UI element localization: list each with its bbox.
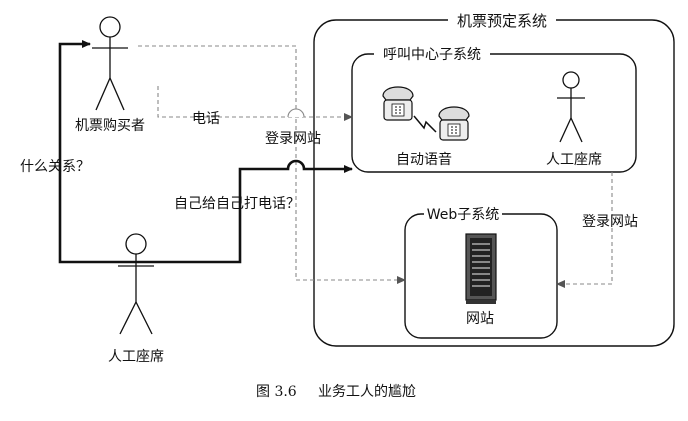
- solid-connectors: [58, 40, 353, 264]
- agent-website-line: [556, 172, 613, 288]
- auto-voice-label: 自动语音: [396, 151, 452, 168]
- buyer-website-line: [138, 45, 406, 284]
- self-call-line: [130, 159, 353, 264]
- buyer-actor: [92, 16, 128, 111]
- outer-agent-label: 人工座席: [108, 349, 164, 365]
- lightning-icon: [413, 115, 437, 133]
- relation-label: 什么关系？: [20, 159, 90, 175]
- relation-line: [58, 40, 130, 264]
- login-label-2: 登录网站: [582, 214, 638, 230]
- caption-text: 业务工人的尴尬: [318, 384, 416, 400]
- dashed-connectors: [138, 45, 613, 288]
- call-center-title: 呼叫中心子系统: [383, 47, 481, 63]
- outer-agent-actor: [118, 233, 154, 335]
- login-label-1: 登录网站: [265, 131, 321, 147]
- phone-label: 电话: [192, 111, 220, 127]
- phone-line: [157, 86, 353, 121]
- self-call-label: 自己给自己打电话？: [174, 195, 300, 212]
- caption-number: 图 3.6: [256, 384, 297, 400]
- inside-agent-label: 人工座席: [546, 152, 602, 168]
- server-icon: [465, 233, 497, 304]
- phone-hop: [287, 108, 305, 118]
- call-center-box: 呼叫中心子系统: [351, 44, 637, 173]
- telephone-icon: [382, 86, 414, 121]
- ticket-system-box: 机票预定系统: [313, 10, 675, 347]
- telephone-icon-2: [438, 106, 470, 141]
- web-box: Web子系统: [404, 204, 558, 339]
- buyer-label: 机票购买者: [75, 118, 145, 134]
- web-box-title: Web子系统: [427, 207, 500, 223]
- ticket-system-title: 机票预定系统: [457, 12, 547, 30]
- inside-agent-actor: [557, 71, 585, 143]
- website-label: 网站: [466, 311, 494, 327]
